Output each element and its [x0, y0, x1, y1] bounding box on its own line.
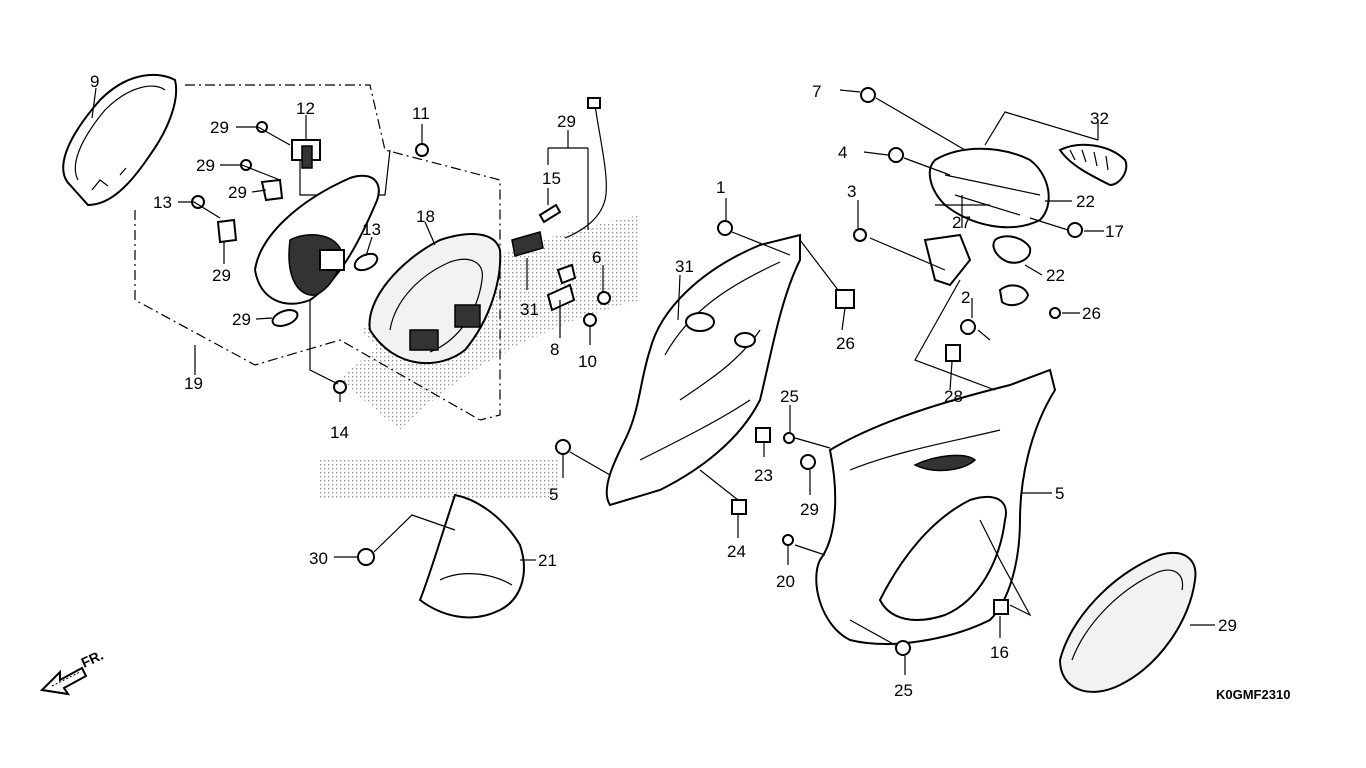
callout-1[interactable]: 31	[675, 257, 694, 276]
fasteners	[191, 87, 1083, 656]
diagram-code: K0GMF2310	[1216, 687, 1290, 702]
callout-16[interactable]: 29	[1218, 616, 1237, 635]
part-11-lamp-unit	[368, 233, 502, 365]
part-18-bulb	[353, 252, 379, 272]
part-12-switch	[291, 139, 321, 169]
part-10-bracket	[546, 263, 577, 312]
taillight-housing	[253, 174, 380, 305]
callout-23[interactable]: 25	[894, 681, 913, 700]
callout-28[interactable]: 26	[1082, 304, 1101, 323]
callout-25[interactable]: 23	[754, 466, 773, 485]
front-direction-arrow: FR.	[39, 647, 106, 696]
callout-31[interactable]: 10	[578, 352, 597, 371]
callout-23[interactable]: 5	[549, 485, 558, 504]
callout-5[interactable]: 28	[944, 387, 963, 406]
callout-15[interactable]: 29	[557, 112, 576, 131]
callout-11[interactable]: 18	[416, 207, 435, 226]
callout-6[interactable]: 15	[542, 169, 561, 188]
callout-13[interactable]: 29	[228, 183, 247, 202]
callout-30[interactable]: 24	[727, 542, 746, 561]
part-1-inner-cover	[605, 233, 801, 507]
part-3-rear-bracket	[928, 147, 1050, 229]
callout-24[interactable]: 29	[800, 500, 819, 519]
callout-25[interactable]: 16	[990, 643, 1009, 662]
part-7-front-panel	[418, 493, 525, 619]
callout-22[interactable]: 17	[1105, 222, 1124, 241]
part-2-latch	[992, 235, 1032, 307]
callout-31[interactable]: 6	[592, 248, 601, 267]
callout-18[interactable]: 13	[362, 220, 381, 239]
callout-29[interactable]: 20	[776, 572, 795, 591]
callout-29[interactable]: 14	[330, 423, 349, 442]
part-4-grip	[1058, 143, 1128, 187]
callout-10[interactable]: 8	[550, 340, 559, 359]
callout-26[interactable]: 2	[961, 288, 970, 307]
part-17-bracket	[923, 233, 972, 287]
leader-lines	[91, 87, 1215, 675]
part-8-socket	[511, 231, 544, 257]
part-19-bulb	[271, 309, 299, 327]
part-20-lower-cover	[815, 368, 1057, 645]
callout-29[interactable]: 29	[196, 156, 215, 175]
callout-8[interactable]: 31	[520, 300, 539, 319]
callout-21[interactable]: 30	[309, 549, 328, 568]
callout-14[interactable]: 19	[184, 374, 203, 393]
callout-27[interactable]: 3	[847, 182, 856, 201]
part-16-side-pad	[1058, 552, 1197, 693]
callout-13[interactable]: 29	[212, 266, 231, 285]
callout-29[interactable]: 25	[780, 387, 799, 406]
callout-22[interactable]: 4	[838, 143, 847, 162]
callouts: 9 29 12 29 29 13 29 13 18 11 29 19 14 29…	[90, 72, 1237, 700]
callout-20[interactable]: 5	[1055, 484, 1064, 503]
callout-9[interactable]: 9	[90, 72, 99, 91]
callout-19[interactable]: 29	[232, 310, 251, 329]
callout-29[interactable]: 11	[412, 104, 430, 123]
callout-12[interactable]: 12	[296, 99, 315, 118]
part-9-cover	[62, 73, 178, 207]
callout-5[interactable]: 26	[836, 334, 855, 353]
part-15-cable	[564, 97, 607, 239]
part-13-clip-a	[260, 178, 284, 202]
part-13-clip-b	[216, 218, 238, 244]
callout-7[interactable]: 21	[538, 551, 557, 570]
callout-29[interactable]: 13	[153, 193, 172, 212]
front-direction-label: FR.	[79, 647, 106, 671]
callout-3[interactable]: 22	[1076, 192, 1095, 211]
part-6-screw	[538, 203, 562, 224]
callout-32[interactable]: 7	[812, 82, 821, 101]
callout-26[interactable]: 1	[716, 178, 725, 197]
callout-2[interactable]: 22	[1046, 266, 1065, 285]
callout-4[interactable]: 32	[1090, 109, 1109, 128]
callout-17[interactable]: 27	[952, 213, 971, 232]
callout-29[interactable]: 29	[210, 118, 229, 137]
